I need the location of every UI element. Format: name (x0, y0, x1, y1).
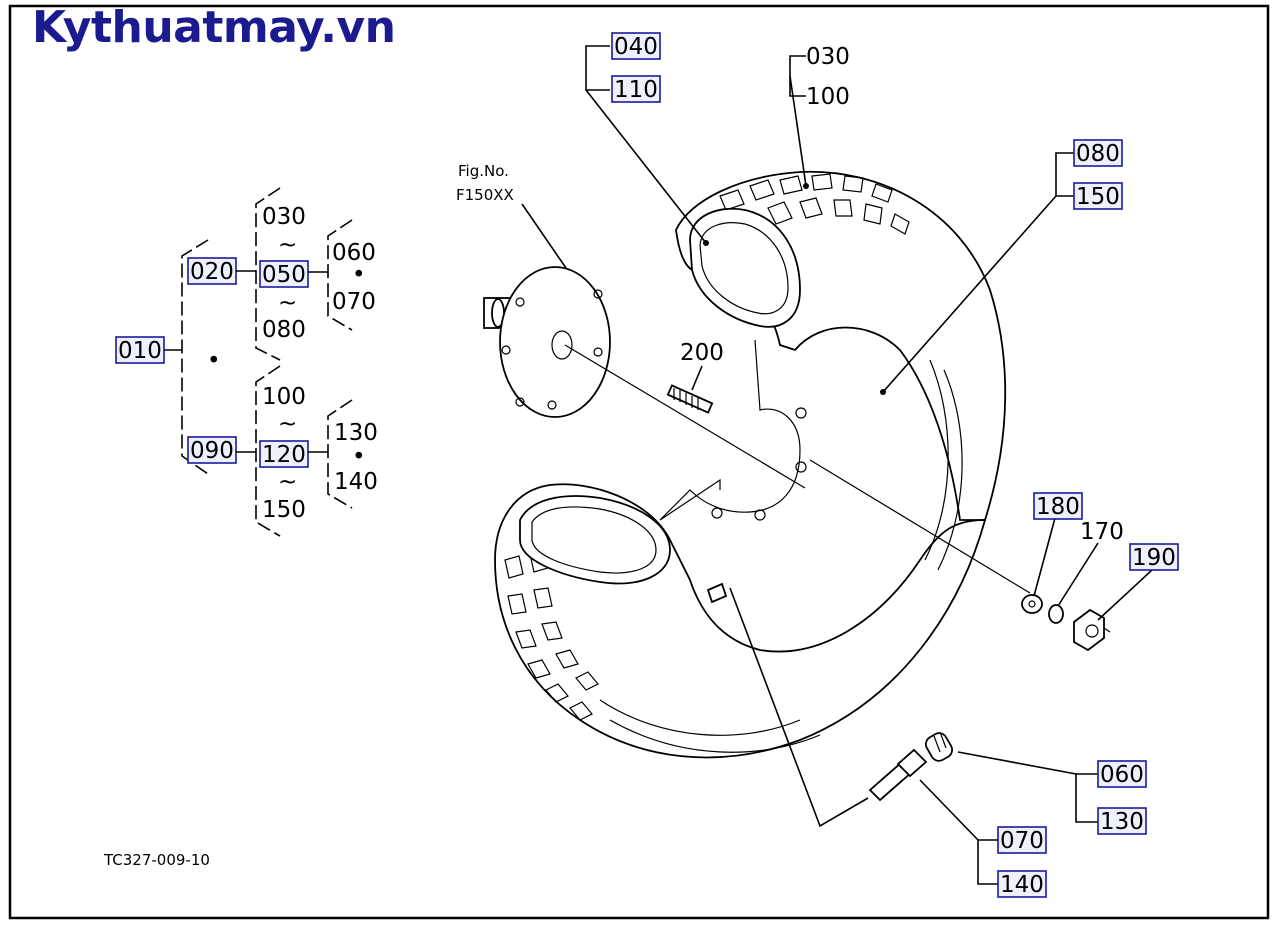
brand-watermark: Kythuatmay.vn (32, 2, 396, 53)
figure-number: F150XX (456, 186, 514, 204)
callout-tube-a[interactable]: 040 (614, 34, 658, 60)
callout-tube-b[interactable]: 110 (614, 77, 658, 103)
drawing-code: TC327-009-10 (103, 851, 210, 869)
callout-lockwasher: 170 (1080, 519, 1124, 545)
tree-lower-tilde-1: ~ (278, 411, 297, 437)
diagram-border (8, 4, 1270, 920)
tree-upper-group[interactable]: 020 (190, 259, 234, 285)
callout-tire-a: 030 (806, 44, 850, 70)
tree-upper-sub-a: 060 (332, 240, 376, 266)
tree-root-label[interactable]: 010 (118, 338, 162, 364)
tire-tread-upper (719, 173, 910, 235)
callout-labels: 040 110 030 100 080 150 Fig.No. F150XX 2… (456, 32, 1179, 898)
tree-upper-sub-b: 070 (332, 289, 376, 315)
tree-lower-sub-dot: • (352, 444, 366, 470)
callout-nut[interactable]: 190 (1132, 545, 1176, 571)
tree-lower-start: 100 (262, 384, 306, 410)
rim-disc (659, 339, 801, 521)
tree-lower-sub-a: 130 (334, 420, 378, 446)
callout-bolt: 200 (680, 340, 724, 366)
valve-stem (706, 582, 953, 802)
tree-lower-mid[interactable]: 120 (262, 442, 306, 468)
tree-root-dot: • (207, 348, 221, 374)
lockwasher-170 (1048, 604, 1064, 624)
wheel-assembly-drawing (483, 170, 1111, 802)
tree-upper-tilde-2: ~ (278, 290, 297, 316)
callout-cap-b[interactable]: 130 (1100, 809, 1144, 835)
callout-valve-a[interactable]: 070 (1000, 828, 1044, 854)
callout-cap-a[interactable]: 060 (1100, 762, 1144, 788)
tree-upper-end: 080 (262, 317, 306, 343)
callout-washer[interactable]: 180 (1036, 494, 1080, 520)
nut-190 (1073, 608, 1105, 652)
washer-180 (1021, 594, 1043, 614)
leader-lines (521, 45, 1153, 885)
tree-upper-start: 030 (262, 204, 306, 230)
hub-flange (483, 266, 611, 418)
tube-section-upper (689, 207, 801, 328)
figure-label: Fig.No. (458, 162, 509, 180)
callout-tire-b: 100 (806, 84, 850, 110)
tree-lower-group[interactable]: 090 (190, 438, 234, 464)
callout-rim-a[interactable]: 080 (1076, 141, 1120, 167)
bolt-200 (666, 384, 714, 414)
tree-upper-mid[interactable]: 050 (262, 262, 306, 288)
tree-upper-sub-dot: • (352, 262, 366, 288)
assembly-tree: 010 • 020 030 ~ 050 ~ 080 060 • 070 090 … (115, 187, 378, 537)
tree-lower-sub-b: 140 (334, 469, 378, 495)
tree-lower-end: 150 (262, 497, 306, 523)
callout-valve-b[interactable]: 140 (1000, 872, 1044, 898)
tree-upper-tilde-1: ~ (278, 232, 297, 258)
tree-lower-tilde-2: ~ (278, 469, 297, 495)
callout-rim-b[interactable]: 150 (1076, 184, 1120, 210)
